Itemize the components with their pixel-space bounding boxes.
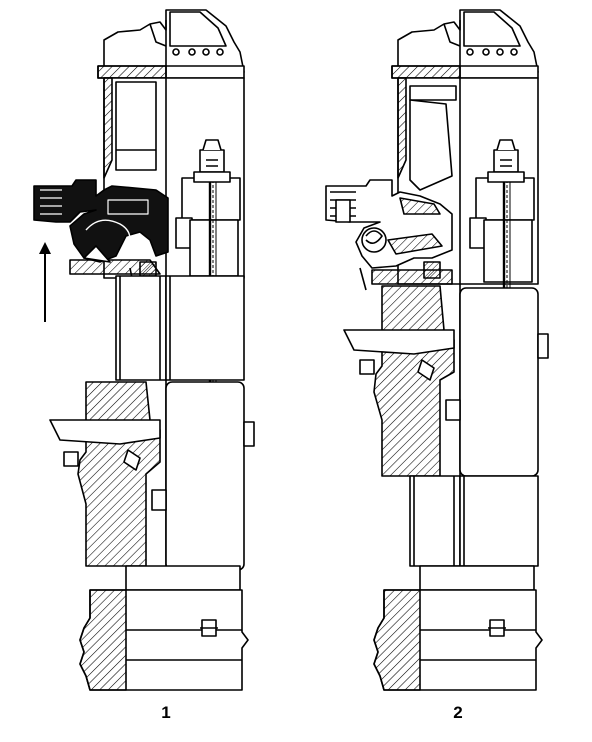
center-column xyxy=(409,475,539,591)
panel-1-assembly xyxy=(33,9,255,691)
top-cap xyxy=(391,9,539,79)
center-column xyxy=(115,275,245,381)
valve-mechanism xyxy=(325,179,453,291)
panel-2-assembly xyxy=(325,9,549,691)
grease-fitting-icon xyxy=(487,139,525,183)
middle-block xyxy=(49,381,255,571)
top-cap xyxy=(97,9,245,79)
lower-stem xyxy=(125,565,241,591)
panel-2-label: 2 xyxy=(453,703,463,722)
panel-1-label: 1 xyxy=(161,703,171,722)
grease-fitting-icon xyxy=(193,139,231,183)
piston-mechanism xyxy=(33,179,169,289)
base xyxy=(79,589,249,691)
middle-block xyxy=(343,285,549,477)
base xyxy=(373,589,543,691)
